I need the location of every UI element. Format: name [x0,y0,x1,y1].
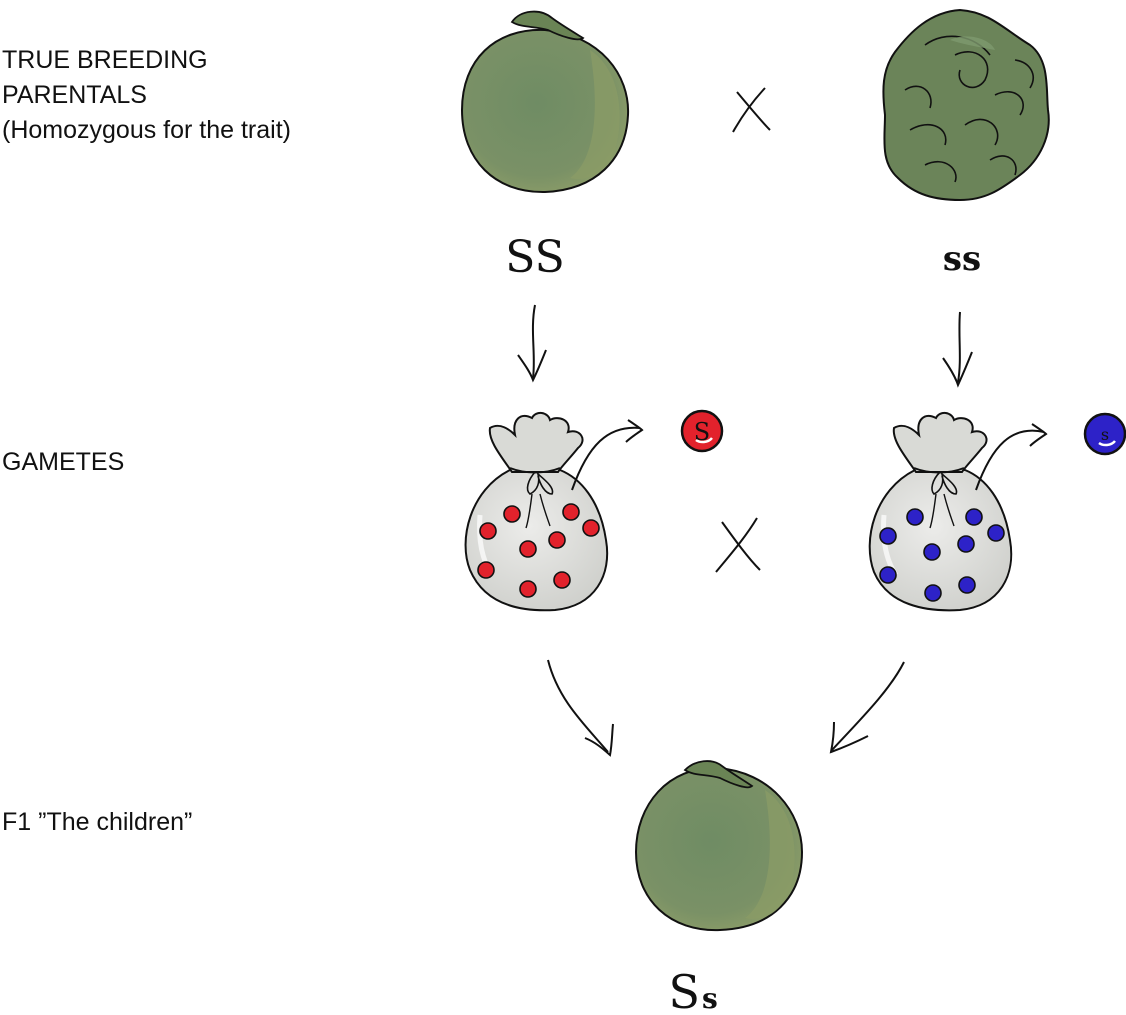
genotype-f1-dominant: S [668,965,700,1015]
genotype-f1-recessive: s [702,982,718,1015]
f1-label: F1 ”The children” [2,808,193,836]
gamete-bag-right [868,412,1048,612]
cross-symbol-gametes [715,517,761,573]
genotype-parent-right: ss [943,239,981,279]
arrow-to-f1-right [829,661,905,754]
genotype-parent-left: SS [505,232,565,283]
gamete-recessive: s [1083,412,1126,456]
parentals-label-line2: PARENTALS [2,81,147,109]
parentals-label: TRUE BREEDING PARENTALS (Homozygous for … [2,43,291,148]
arrow-down-right [942,311,973,388]
gametes-label: GAMETES [2,448,125,476]
arrow-down-left [517,304,547,383]
cross-symbol-parents [732,87,771,133]
gamete-dots-right [879,508,1005,602]
arrow-to-f1-left [547,659,614,757]
wrinkled-pea-parent [882,8,1050,202]
gamete-recessive-letter: s [1101,425,1109,444]
gamete-dominant: S [680,409,724,453]
smooth-pea-parent [460,10,630,194]
gamete-dominant-letter: S [694,418,710,446]
parentals-label-line3: (Homozygous for the trait) [2,116,291,144]
parentals-label-line1: TRUE BREEDING [2,46,208,74]
smooth-pea-f1 [634,760,804,932]
gamete-dots-left [477,503,600,598]
